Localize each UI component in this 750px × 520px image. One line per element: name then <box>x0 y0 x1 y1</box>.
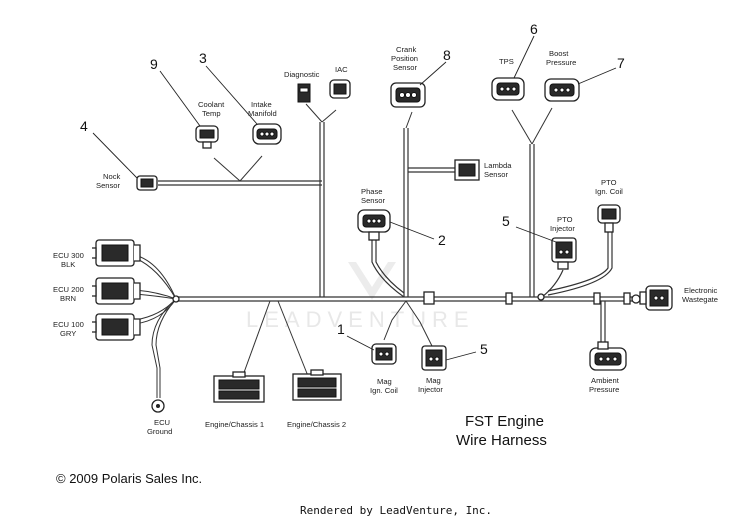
label-crank-1: Crank <box>396 45 416 54</box>
ecu-ground-terminal <box>151 399 165 413</box>
mag-injector-connector <box>421 345 447 371</box>
pto-ign-coil-connector <box>597 204 621 233</box>
label-ecu300-1: ECU 300 <box>53 251 84 260</box>
label-phase-1: Phase <box>361 187 383 196</box>
coolant-temp-connector <box>195 125 219 149</box>
tps-connector <box>491 77 525 101</box>
label-mag-coil-1: Mag <box>377 377 392 386</box>
callout-3: 3 <box>199 50 207 66</box>
label-nock-2: Sensor <box>96 181 121 190</box>
callout-1: 1 <box>337 321 345 337</box>
label-boost-2: Pressure <box>546 58 576 67</box>
callout-numbers: 9 3 4 8 6 7 2 5 1 5 <box>80 21 625 357</box>
label-pto-coil-1: PTO <box>601 178 617 187</box>
label-ambient-1: Ambient <box>591 376 620 385</box>
label-crank-3: Sensor <box>393 63 418 72</box>
label-mag-coil-2: Ign. Coil <box>370 386 398 395</box>
diagram-title-line1: FST Engine <box>465 413 544 430</box>
label-phase-2: Sensor <box>361 196 386 205</box>
label-ecu200-2: BRN <box>60 294 76 303</box>
phase-sensor-connector <box>357 209 391 241</box>
iac-connector <box>329 79 351 99</box>
callout-8: 8 <box>443 47 451 63</box>
callout-7: 7 <box>617 55 625 71</box>
callout-4: 4 <box>80 118 88 134</box>
label-ecu-ground-2: Ground <box>147 427 172 436</box>
watermark-text: LEADVENTURE <box>246 307 475 332</box>
harness-wires <box>134 103 641 398</box>
label-lambda-1: Lambda <box>484 161 512 170</box>
callout-5-pto: 5 <box>502 213 510 229</box>
label-coolant-1: Coolant <box>198 100 225 109</box>
label-engine-chassis-1: Engine/Chassis 1 <box>205 420 264 429</box>
label-boost-1: Boost <box>549 49 569 58</box>
rendered-by-text: Rendered by LeadVenture, Inc. <box>300 504 492 517</box>
label-coolant-2: Temp <box>202 109 221 118</box>
label-ecu200-1: ECU 200 <box>53 285 84 294</box>
ecu-100-connector <box>92 313 141 341</box>
watermark: LEADVENTURE <box>246 262 475 332</box>
label-lambda-2: Sensor <box>484 170 509 179</box>
label-pto-inj-1: PTO <box>557 215 573 224</box>
engine-chassis-1-connector <box>213 371 265 403</box>
copyright-text: © 2009 Polaris Sales Inc. <box>56 471 202 486</box>
callout-6: 6 <box>530 21 538 37</box>
diagnostic-connector <box>297 83 311 103</box>
label-nock-1: Nock <box>103 172 121 181</box>
ecu-200-connector <box>92 277 141 305</box>
engine-chassis-2-connector <box>292 369 342 401</box>
label-engine-chassis-2: Engine/Chassis 2 <box>287 420 346 429</box>
label-intake-2: Manifold <box>248 109 277 118</box>
intake-manifold-connector <box>252 123 282 145</box>
label-crank-2: Position <box>391 54 418 63</box>
label-tps: TPS <box>499 57 514 66</box>
label-diagnostic: Diagnostic <box>284 70 320 79</box>
label-ecu300-2: BLK <box>61 260 75 269</box>
label-pto-inj-2: Injector <box>550 224 575 233</box>
label-pto-coil-2: Ign. Coil <box>595 187 623 196</box>
nock-sensor-connector <box>136 175 158 191</box>
label-ecu100-1: ECU 100 <box>53 320 84 329</box>
electronic-wastegate-connector <box>639 285 673 311</box>
mag-ign-coil-connector <box>371 343 397 365</box>
label-iac: IAC <box>335 65 348 74</box>
callout-leaders <box>92 35 617 361</box>
boost-pressure-connector <box>544 78 580 102</box>
diagram-title-line2: Wire Harness <box>456 432 547 449</box>
label-ecu-ground-1: ECU <box>154 418 170 427</box>
pto-injector-connector <box>551 237 577 270</box>
callout-5-mag: 5 <box>480 341 488 357</box>
label-ambient-2: Pressure <box>589 385 619 394</box>
watermark-logo <box>348 262 396 300</box>
ambient-pressure-connector <box>589 341 627 371</box>
label-mag-inj-2: Injector <box>418 385 443 394</box>
label-wastegate-2: Wastegate <box>682 295 718 304</box>
label-ecu100-2: GRY <box>60 329 76 338</box>
crank-position-sensor-connector <box>390 82 426 108</box>
callout-9: 9 <box>150 56 158 72</box>
lambda-sensor-connector <box>454 159 480 181</box>
callout-2: 2 <box>438 232 446 248</box>
label-wastegate-1: Electronic <box>684 286 718 295</box>
component-labels: Diagnostic IAC Crank Position Sensor TPS… <box>53 45 718 436</box>
label-mag-inj-1: Mag <box>426 376 441 385</box>
label-intake-1: Intake <box>251 100 272 109</box>
ecu-300-connector <box>92 239 141 267</box>
